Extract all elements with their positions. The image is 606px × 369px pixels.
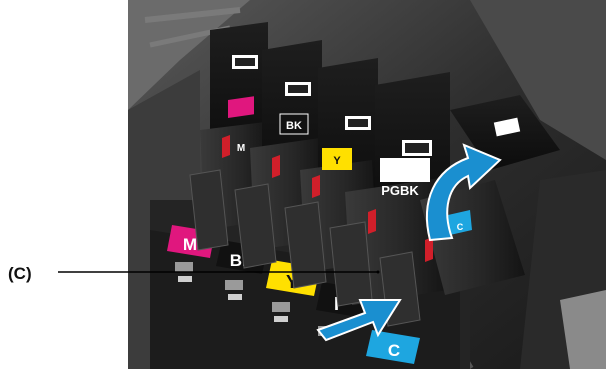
callout-label: (C) [8, 264, 32, 283]
slot-label-text: M [183, 235, 197, 254]
cartridge-label: M [237, 143, 245, 154]
slot-label-text: C [388, 341, 400, 360]
lock-tab [312, 175, 320, 198]
callout-leader-dot [377, 271, 380, 274]
cartridge-label: PGBK [381, 183, 419, 198]
cartridge-label: BK [286, 120, 302, 132]
cartridge-label: C [457, 222, 464, 232]
lock-tab [272, 155, 280, 178]
lock-tab [368, 209, 376, 234]
cartridge-label: Y [333, 155, 341, 167]
lock-tab [222, 135, 230, 158]
